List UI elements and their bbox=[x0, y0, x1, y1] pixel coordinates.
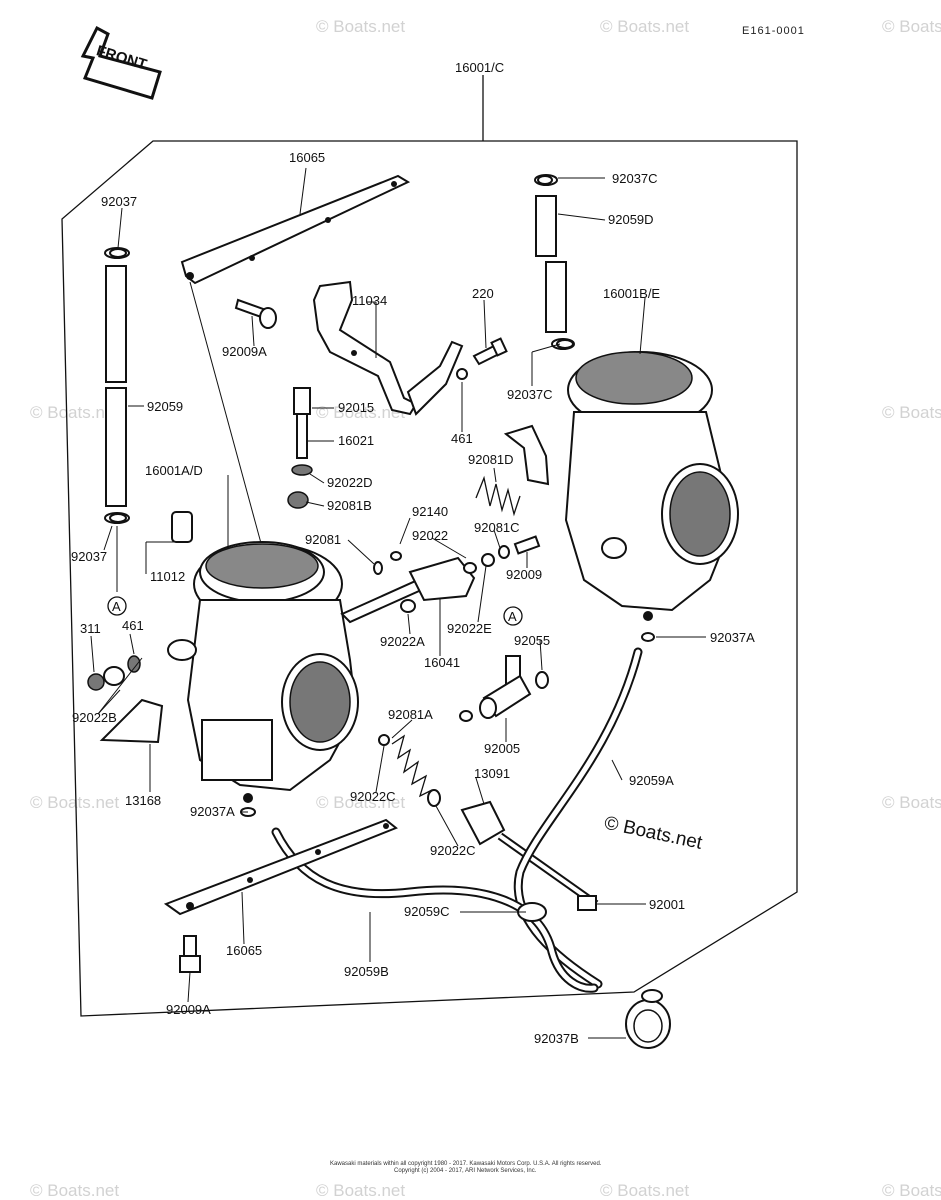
part-label: 461 bbox=[122, 618, 144, 633]
part-label: 220 bbox=[472, 286, 494, 301]
part-label: 92059A bbox=[629, 773, 674, 788]
circle-a-marker-icon: A bbox=[503, 606, 523, 626]
choke-plunger bbox=[427, 789, 599, 908]
vent-tube-left bbox=[104, 247, 130, 524]
svg-text:A: A bbox=[508, 609, 517, 624]
part-label: 92015 bbox=[338, 400, 374, 415]
hose-92059b bbox=[271, 827, 599, 993]
part-label: 92037B bbox=[534, 1031, 579, 1046]
watermark-layer: © Boats.net © Boats.net © Boats.net © Bo… bbox=[30, 17, 941, 1200]
footer-copyright-line: Kawasaki materials within all copyright … bbox=[330, 1161, 602, 1167]
part-label: 92059 bbox=[147, 399, 183, 414]
spring-92081d bbox=[475, 475, 521, 517]
carburetor-left bbox=[167, 541, 359, 803]
watermark: © Boats.net bbox=[882, 793, 941, 812]
part-label: 16001/C bbox=[455, 60, 504, 75]
carburetor-right bbox=[503, 351, 739, 621]
part-label: 92022B bbox=[72, 710, 117, 725]
part-label: 92037C bbox=[507, 387, 553, 402]
front-arrow-icon: FRONT bbox=[80, 25, 162, 100]
part-label: 92009A bbox=[222, 344, 267, 359]
part-label: 92059D bbox=[608, 212, 654, 227]
link-shaft bbox=[340, 535, 541, 624]
part-label: 16021 bbox=[338, 433, 374, 448]
rail-bracket-top bbox=[180, 174, 411, 285]
diagram-code: E161-0001 bbox=[742, 25, 805, 37]
part-label: 92037 bbox=[71, 549, 107, 564]
assembly-outline bbox=[61, 140, 798, 1017]
circle-a-marker-icon: A bbox=[107, 596, 127, 616]
part-label: 92081A bbox=[388, 707, 433, 722]
watermark: © Boats.net bbox=[882, 403, 941, 422]
watermark: © Boats.net bbox=[316, 17, 405, 36]
vent-tube-right bbox=[534, 174, 575, 350]
part-label: 92037C bbox=[612, 171, 658, 186]
watermark: © Boats.net bbox=[882, 17, 941, 36]
part-label: 92081C bbox=[474, 520, 520, 535]
watermark: © Boats.net bbox=[882, 1181, 941, 1200]
watermark: © Boats.net bbox=[600, 1181, 689, 1200]
part-label: 16065 bbox=[289, 150, 325, 165]
part-label: 16041 bbox=[424, 655, 460, 670]
watermark: © Boats.net bbox=[30, 1181, 119, 1200]
part-label: 92059C bbox=[404, 904, 450, 919]
jet-11012 bbox=[171, 511, 193, 543]
watermark: © Boats.net bbox=[600, 17, 689, 36]
part-label: 92022E bbox=[447, 621, 492, 636]
svg-text:A: A bbox=[112, 599, 121, 614]
part-label: 16065 bbox=[226, 943, 262, 958]
part-label: 92037 bbox=[101, 194, 137, 209]
screw-220 bbox=[472, 337, 508, 366]
watermark: © Boats.net bbox=[30, 403, 119, 422]
part-label: 92022C bbox=[350, 789, 396, 804]
part-label: 92022C bbox=[430, 843, 476, 858]
part-label: 92037A bbox=[710, 630, 755, 645]
part-label: 92081 bbox=[305, 532, 341, 547]
part-label: 461 bbox=[451, 431, 473, 446]
part-label: 16001A/D bbox=[145, 463, 203, 478]
part-label: 92059B bbox=[344, 964, 389, 979]
link-bracket bbox=[312, 280, 464, 416]
part-label: 92022D bbox=[327, 475, 373, 490]
part-label: 92022A bbox=[380, 634, 425, 649]
screw-92009a-bottom bbox=[179, 935, 201, 973]
part-labels: 16001/C 16065 92037 92037C 92059D 16001B… bbox=[71, 60, 755, 1046]
watermark: © Boats.net bbox=[316, 1181, 405, 1200]
clamp-92037b bbox=[625, 989, 671, 1049]
small-parts-left bbox=[87, 655, 164, 744]
part-label: 92001 bbox=[649, 897, 685, 912]
screw-92009a-top bbox=[234, 298, 277, 329]
part-label: 92081D bbox=[468, 452, 514, 467]
part-label: 92005 bbox=[484, 741, 520, 756]
part-label: 311 bbox=[80, 621, 101, 636]
part-label: 13091 bbox=[474, 766, 510, 781]
part-label: 13168 bbox=[125, 793, 161, 808]
watermark: © Boats.net bbox=[30, 793, 119, 812]
watermark: © Boats.net bbox=[602, 813, 704, 854]
spring-92081a bbox=[391, 734, 433, 798]
part-label: 11012 bbox=[150, 569, 185, 584]
leader-lines bbox=[90, 167, 706, 1039]
part-label: 92081B bbox=[327, 498, 372, 513]
part-label: 92055 bbox=[514, 633, 550, 648]
part-label: 92009 bbox=[506, 567, 542, 582]
part-label: 92037A bbox=[190, 804, 235, 819]
rail-bracket-bottom bbox=[163, 818, 398, 916]
fuel-fitting bbox=[479, 655, 549, 719]
watermark: © Boats.net bbox=[316, 793, 405, 812]
watermark: © Boats.net bbox=[316, 403, 405, 422]
part-label: 92022 bbox=[412, 528, 448, 543]
throttle-stop-screw bbox=[287, 387, 313, 509]
footer-copyright-line: Copyright (c) 2004 - 2017, ARI Network S… bbox=[394, 1168, 537, 1174]
part-label: 92009A bbox=[166, 1002, 211, 1017]
part-label: 92140 bbox=[412, 504, 448, 519]
part-label: 16001B/E bbox=[603, 286, 660, 301]
part-label: 11034 bbox=[352, 293, 387, 308]
